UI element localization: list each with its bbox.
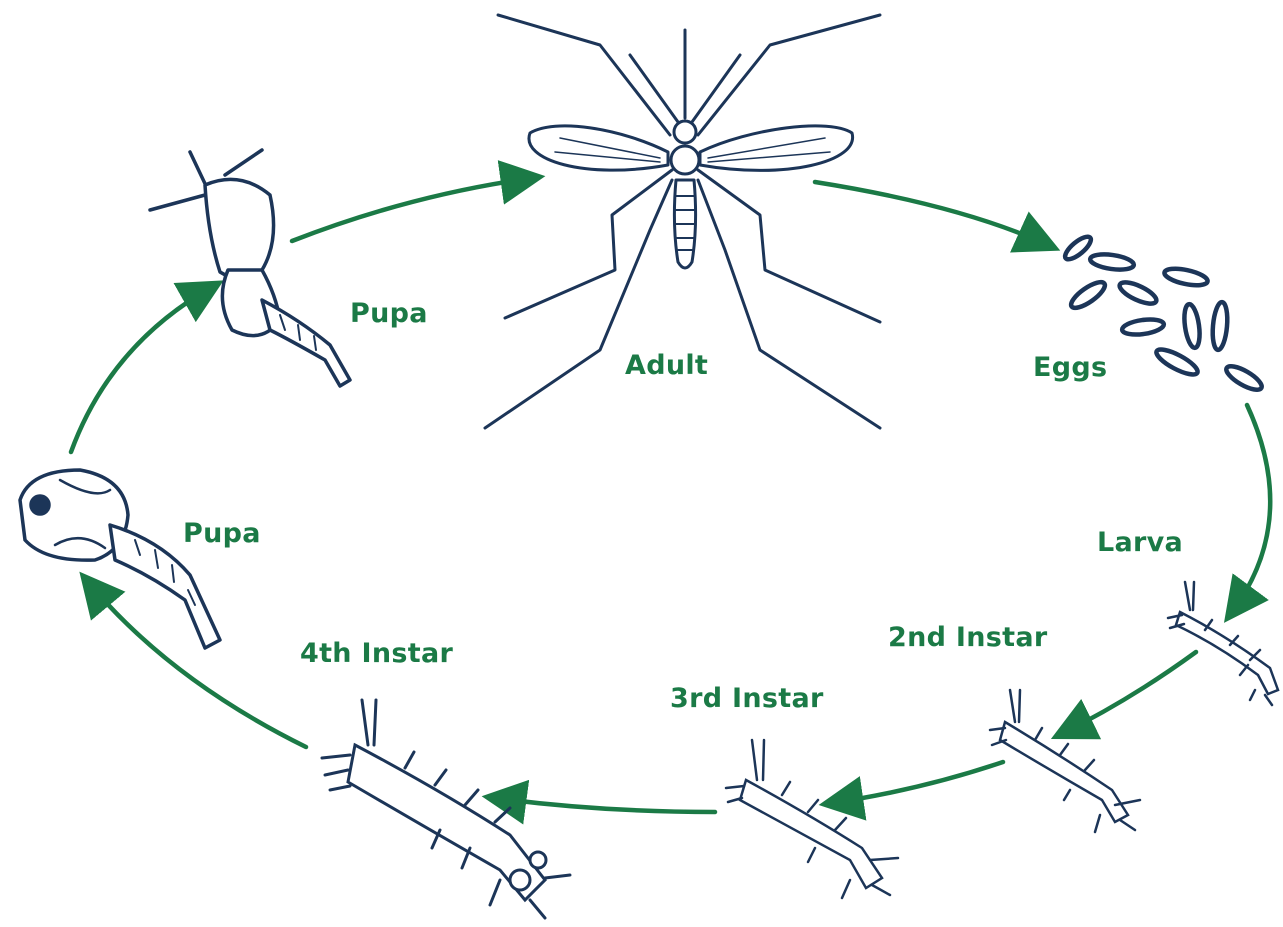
arrow-3rd-to-4th [495, 798, 715, 812]
third-instar-icon [726, 740, 898, 898]
pupa-icon-lower [20, 470, 220, 648]
second-instar-icon [990, 690, 1140, 832]
fourth-instar-icon [322, 700, 570, 918]
arrow-larva-to-2nd [1063, 652, 1196, 733]
arrow-eggs-to-larva [1232, 405, 1270, 612]
arrow-2nd-to-3rd [832, 762, 1003, 803]
larva-icon [1168, 582, 1278, 705]
pupa-icon [150, 150, 350, 386]
stage-label-eggs: Eggs [1033, 352, 1107, 383]
arrow-pupa-to-pupa [71, 287, 212, 452]
stage-label-pupa-upper: Pupa [350, 298, 428, 329]
stage-label-second-instar: 2nd Instar [888, 622, 1048, 653]
stage-label-larva: Larva [1097, 527, 1183, 558]
stage-label-third-instar: 3rd Instar [670, 683, 824, 714]
arrow-adult-to-eggs [815, 182, 1048, 245]
stage-label-fourth-instar: 4th Instar [300, 638, 453, 669]
arrow-pupa-to-adult [292, 178, 532, 241]
stage-label-adult: Adult [625, 350, 708, 381]
stage-label-pupa-lower: Pupa [183, 518, 261, 549]
